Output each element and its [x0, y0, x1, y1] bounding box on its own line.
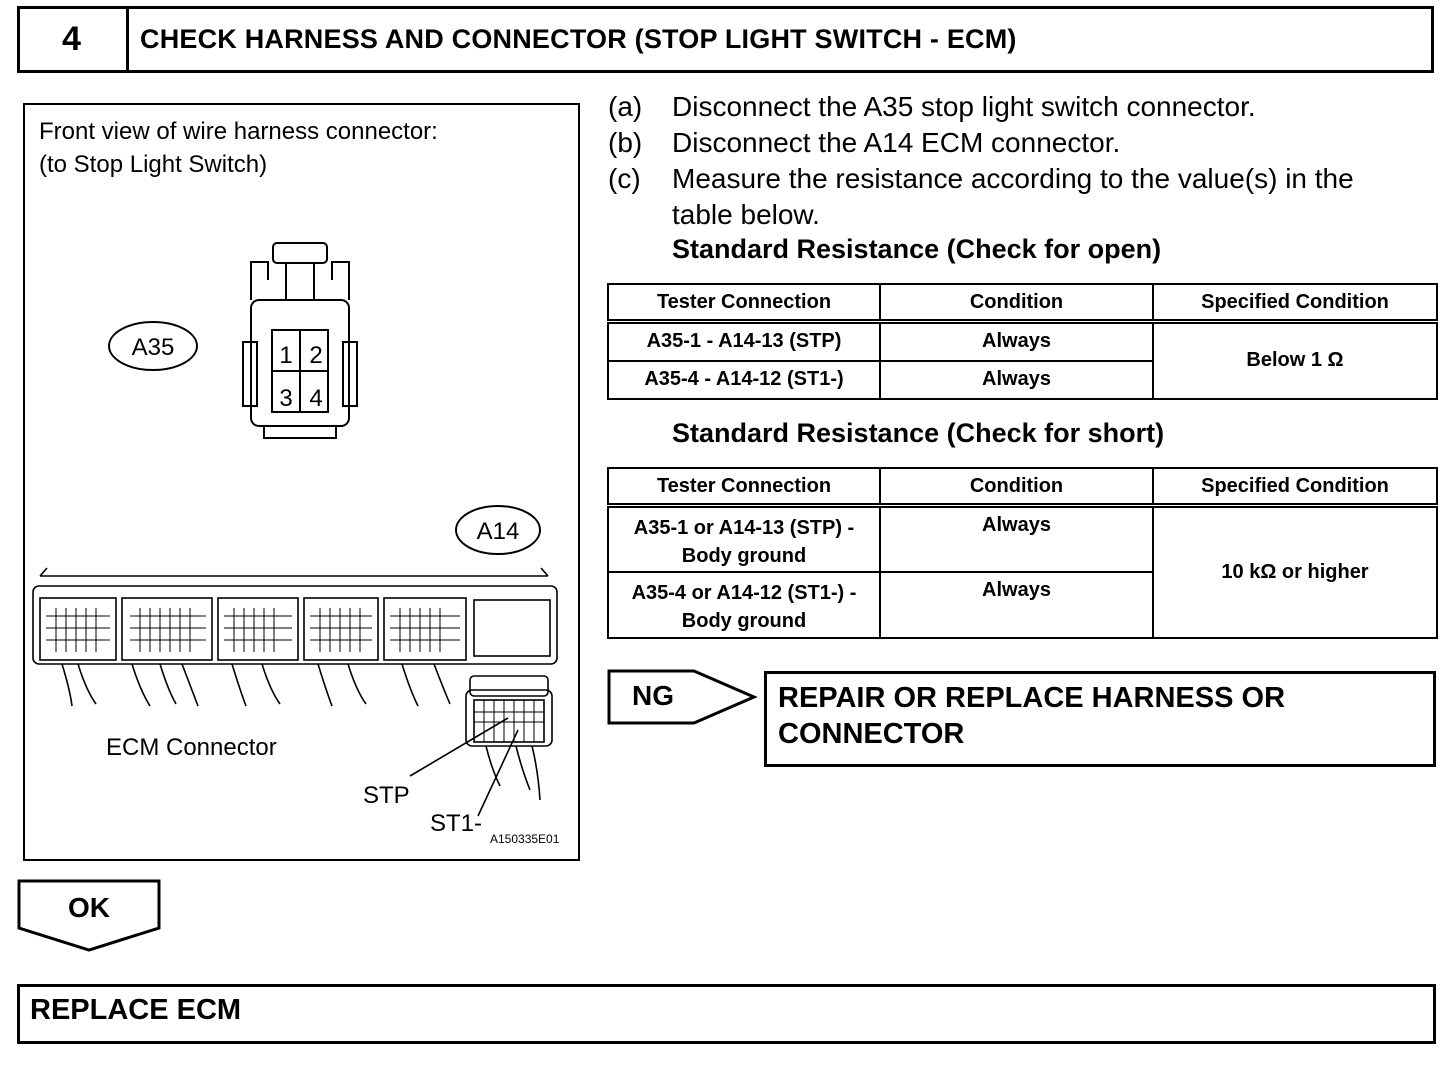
a14-label: A14 [477, 518, 520, 545]
step-a-letter: (a) [608, 91, 643, 122]
ecm-sockets [39, 597, 551, 661]
step-a-text: Disconnect the A35 stop light switch con… [672, 91, 1256, 122]
ng-action-text: REPAIR OR REPLACE HARNESS OR CONNECTOR [778, 680, 1418, 752]
ng-action-box [764, 671, 1436, 767]
open-check-title: Standard Resistance (Check for open) [672, 234, 1162, 264]
a14-detail-connector [465, 675, 553, 801]
step-b-letter: (b) [608, 127, 643, 158]
pin-4: 4 [309, 385, 322, 412]
ok-action-text: REPLACE ECM [30, 994, 242, 1026]
open-row2-condition: Always [879, 359, 1154, 400]
table-row: A35-4 or A14-12 (ST1-) - Body ground Alw… [607, 570, 1437, 639]
stp-label: STP [363, 782, 410, 809]
short-row2-connection-line1: A35-4 or A14-12 (ST1-) - [631, 581, 857, 604]
step-b-text: Disconnect the A14 ECM connector. [672, 127, 1121, 158]
pin-3: 3 [279, 385, 292, 412]
short-row1-condition: Always [879, 504, 1154, 573]
short-check-title: Standard Resistance (Check for short) [672, 418, 1165, 448]
figure-caption-line2: (to Stop Light Switch) [39, 151, 268, 178]
open-specified-value: Below 1 Ω [1152, 320, 1438, 400]
pin-2: 2 [309, 342, 322, 369]
step-number: 4 [17, 6, 129, 73]
short-check-table: Tester Connection Condition Specified Co… [607, 467, 1438, 639]
open-row1-condition: Always [879, 320, 1154, 362]
ok-action-box [17, 984, 1436, 1044]
step-b: (b) Disconnect the A14 ECM connector. [0, 125, 1456, 161]
ok-arrow [17, 879, 161, 952]
open-check-table: Tester Connection Condition Specified Co… [607, 283, 1438, 400]
open-row1-connection: A35-1 - A14-13 (STP) [607, 320, 881, 362]
pin-1: 1 [279, 342, 292, 369]
short-header-specified: Specified Condition [1152, 467, 1438, 508]
table-row: A35-1 or A14-13 (STP) - Body ground Alwa… [607, 504, 1438, 639]
st1-label: ST1- [430, 810, 483, 837]
step-title: CHECK HARNESS AND CONNECTOR (STOP LIGHT … [140, 24, 1017, 54]
step-a: (a) Disconnect the A35 stop light switch… [0, 89, 1456, 125]
open-row2-connection: A35-4 - A14-12 (ST1-) [607, 359, 881, 400]
a14-label-oval [455, 505, 541, 555]
short-row2-connection-line2: Body ground [681, 609, 807, 632]
short-header-condition: Condition [879, 467, 1154, 508]
a35-label-oval [108, 321, 198, 371]
ng-action-line1: REPAIR OR REPLACE HARNESS OR [778, 682, 1286, 714]
table-row: A35-4 - A14-12 (ST1-) Always [607, 359, 1437, 400]
connector-figure [23, 103, 580, 861]
step-header [17, 6, 1434, 73]
ok-label: OK [68, 892, 110, 923]
open-header-condition: Condition [879, 283, 1154, 324]
stp-leader-line [409, 717, 509, 777]
figure-code: A150335E01 [490, 832, 560, 846]
ng-label: NG [632, 680, 674, 711]
ecm-pin-grid [46, 608, 460, 652]
ecm-wires [61, 663, 451, 707]
short-row1-connection-line1: A35-1 or A14-13 (STP) - [633, 517, 855, 539]
connector-drawing: A35 1 2 3 4 A14 [32, 242, 558, 817]
short-header-connection: Tester Connection [607, 467, 881, 508]
short-row1-connection: A35-1 or A14-13 (STP) - Body ground [607, 504, 881, 573]
ng-arrow [607, 669, 758, 725]
st1-leader-line [477, 729, 519, 817]
a35-label: A35 [132, 334, 175, 361]
a35-connector [242, 242, 358, 439]
step-c: (c) Measure the resistance according to … [0, 161, 1456, 233]
short-row2-connection: A35-4 or A14-12 (ST1-) - Body ground [607, 570, 881, 639]
ecm-connector-label: ECM Connector [106, 734, 277, 761]
ng-action-line2: CONNECTOR [778, 718, 965, 750]
step-c-text-line2: table below. [672, 199, 820, 230]
short-specified-value: 10 kΩ or higher [1152, 504, 1438, 639]
step-c-text-line1: Measure the resistance according to the … [672, 163, 1354, 194]
table-row: A35-1 - A14-13 (STP) Always Below 1 Ω [607, 320, 1438, 400]
step-c-letter: (c) [608, 163, 641, 194]
figure-caption-line1: Front view of wire harness connector: [39, 118, 438, 145]
short-row2-condition: Always [879, 570, 1154, 639]
open-header-specified: Specified Condition [1152, 283, 1438, 324]
short-row1-connection-line2: Body ground [681, 545, 807, 567]
ecm-connector-block [32, 567, 558, 817]
open-header-connection: Tester Connection [607, 283, 881, 324]
